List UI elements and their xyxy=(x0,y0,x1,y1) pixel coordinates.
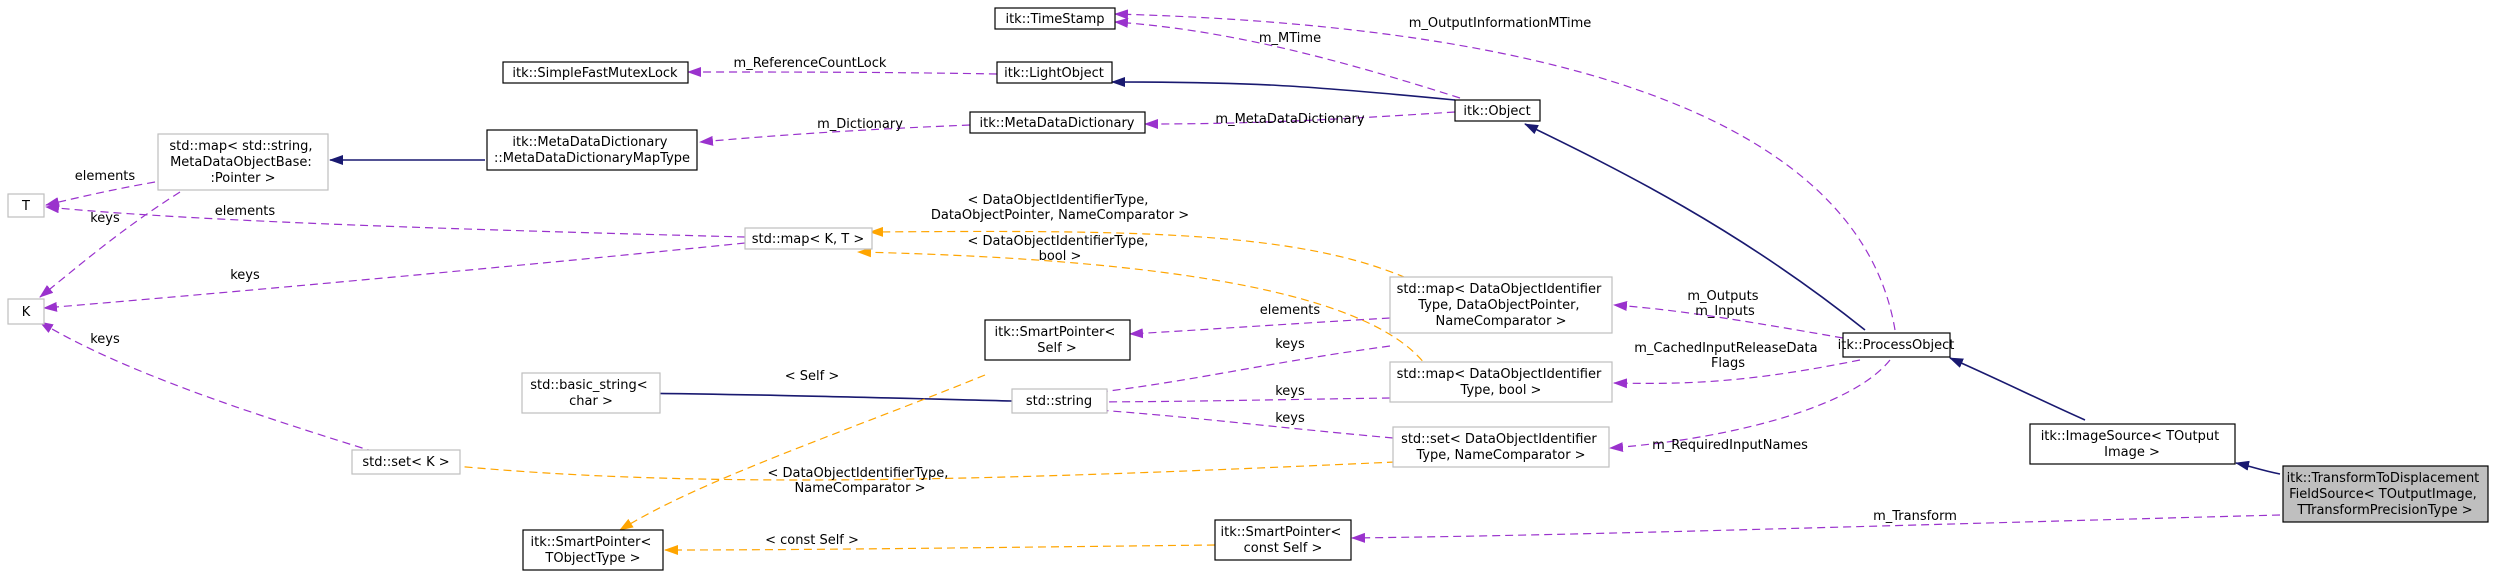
svg-text:itk::LightObject: itk::LightObject xyxy=(1004,66,1104,81)
edge-dictionary xyxy=(699,124,971,146)
edge-label: m_MTime xyxy=(1259,31,1321,46)
node-std-map-bool[interactable]: std::map< DataObjectIdentifier Type, boo… xyxy=(1389,361,1613,403)
edge-label: < DataObjectIdentifierType, NameComparat… xyxy=(767,466,952,496)
edge-outputs-inputs xyxy=(1613,300,1844,339)
svg-text:itk::MetaDataDictionary: itk::MetaDataDictionary ::MetaDataDictio… xyxy=(494,135,690,166)
svg-text:std::map< DataObjectIdentifier: std::map< DataObjectIdentifier Type, boo… xyxy=(1397,367,1606,398)
edge-transform xyxy=(1351,514,2281,543)
node-k[interactable]: K xyxy=(7,298,45,325)
svg-text:T: T xyxy=(21,199,30,214)
edge-label: < Self > xyxy=(785,369,840,384)
node-std-string[interactable]: std::string xyxy=(1011,388,1108,414)
node-itk-smartpointer-const-self[interactable]: itk::SmartPointer< const Self > xyxy=(1214,519,1352,561)
edge-label: < DataObjectIdentifierType, DataObjectPo… xyxy=(931,193,1189,223)
node-std-basic-string[interactable]: std::basic_string< char > xyxy=(521,372,661,414)
edge-required xyxy=(1609,359,1891,453)
svg-text:itk::SmartPointer< con: itk::SmartPointer< const Self > xyxy=(1221,525,1346,556)
node-std-set-k[interactable]: std::set< K > xyxy=(351,449,461,475)
edge-label: m_Transform xyxy=(1873,509,1957,524)
edge-label: keys xyxy=(90,211,120,226)
edge-tmpl-constself xyxy=(664,544,1216,555)
node-itk-smartpointer-tobjecttype[interactable]: itk::SmartPointer< TObjectType > xyxy=(522,529,664,571)
edge-label: m_CachedInputReleaseData Flags xyxy=(1634,341,1821,371)
edge-keys-k3 xyxy=(39,321,376,453)
edge-stdstring-to-basic-string xyxy=(617,388,1013,402)
edge-label: < DataObjectIdentifierType, bool > xyxy=(967,234,1152,264)
edge-object-to-lightobject xyxy=(1111,77,1456,101)
svg-text:itk::SimpleFastMutexLock: itk::SimpleFastMutexLock xyxy=(512,66,678,81)
edge-tmpl-namecomp xyxy=(444,461,1396,481)
node-std-set-identifier[interactable]: std::set< DataObjectIdentifier Type, Nam… xyxy=(1392,426,1610,468)
svg-text:std::map< std::string,: std::map< std::string, MetaDataObjectBas… xyxy=(169,139,316,186)
edge-label: m_MetaDataDictionary xyxy=(1215,112,1364,127)
node-itk-object[interactable]: itk::Object xyxy=(1454,99,1541,122)
edge-label: m_Dictionary xyxy=(817,117,903,132)
edge-elements-sp xyxy=(1129,317,1391,339)
edge-processobject-to-object xyxy=(1524,123,1866,331)
svg-text:std::basic_string< cha: std::basic_string< char > xyxy=(530,378,651,409)
edge-label: elements xyxy=(215,204,276,219)
svg-text:itk::ProcessObject: itk::ProcessObject xyxy=(1838,338,1955,353)
edge-tmpl-bool xyxy=(857,247,1441,396)
svg-text:itk::SmartPointer< TOb: itk::SmartPointer< TObjectType > xyxy=(531,535,656,566)
edge-label: m_ReferenceCountLock xyxy=(734,56,887,71)
node-itk-smartpointer-self[interactable]: itk::SmartPointer< Self > xyxy=(984,319,1131,361)
node-std-map-k-t[interactable]: std::map< K, T > xyxy=(744,227,873,250)
edge-label: m_Outputs m_Inputs xyxy=(1687,289,1762,319)
svg-text:K: K xyxy=(22,305,31,320)
edge-outputinfo-mtime xyxy=(1114,9,1896,331)
node-itk-processobject[interactable]: itk::ProcessObject xyxy=(1838,332,1955,358)
svg-text:itk::TimeStamp: itk::TimeStamp xyxy=(1005,12,1104,27)
node-itk-metadatadictionary[interactable]: itk::MetaDataDictionary xyxy=(969,111,1146,134)
edge-label: keys xyxy=(230,268,260,283)
edge-label: m_RequiredInputNames xyxy=(1652,438,1808,453)
edge-keys-k1 xyxy=(39,191,181,298)
svg-text:itk::Object: itk::Object xyxy=(1463,104,1530,119)
svg-text:std::map< K, T >: std::map< K, T > xyxy=(752,232,865,247)
edge-tmpl-outputs xyxy=(869,226,1441,296)
svg-text:std::string: std::string xyxy=(1026,394,1092,409)
node-itk-transformtodisplacementfieldsource[interactable]: itk::TransformToDisplacement FieldSource… xyxy=(2282,465,2489,523)
node-itk-timestamp[interactable]: itk::TimeStamp xyxy=(994,7,1116,30)
svg-text:itk::TransformToDisplacement: itk::TransformToDisplacement FieldSource… xyxy=(2287,471,2484,518)
edge-label: keys xyxy=(1275,337,1305,352)
node-metadatadictionary-maptype[interactable]: itk::MetaDataDictionary ::MetaDataDictio… xyxy=(486,129,698,171)
node-itk-lightobject[interactable]: itk::LightObject xyxy=(996,61,1113,84)
edge-label: keys xyxy=(1275,384,1305,399)
svg-text:itk::MetaDataDictionary: itk::MetaDataDictionary xyxy=(980,116,1135,131)
edge-metadatadictionary xyxy=(1144,111,1456,129)
node-std-map-outputs[interactable]: std::map< DataObjectIdentifier Type, Dat… xyxy=(1389,276,1613,334)
svg-text:itk::SmartPointer< Sel: itk::SmartPointer< Self > xyxy=(995,325,1120,356)
edge-label: keys xyxy=(90,332,120,347)
edge-refcountlock xyxy=(687,67,998,78)
edge-label: elements xyxy=(75,169,136,184)
node-t[interactable]: T xyxy=(7,193,45,218)
edge-labels: m_OutputInformationMTime m_MTime m_Refer… xyxy=(75,16,1957,548)
edge-imagesource-to-processobject xyxy=(1949,357,2086,421)
svg-text:itk::ImageSource< TOutput: itk::ImageSource< TOutput Image > xyxy=(2041,429,2224,460)
edge-tmpl-self xyxy=(619,374,986,531)
edge-label: keys xyxy=(1275,411,1305,426)
svg-text:std::map< DataObjectIdentifier: std::map< DataObjectIdentifier Type, Dat… xyxy=(1397,282,1606,329)
node-itk-imagesource[interactable]: itk::ImageSource< TOutput Image > xyxy=(2029,423,2236,465)
svg-text:std::set< K >: std::set< K > xyxy=(362,455,449,470)
edge-label: elements xyxy=(1260,303,1321,318)
edge-elements-t xyxy=(45,181,156,207)
edge-label: < const Self > xyxy=(765,533,859,548)
nodes: itk::TimeStamp itk::LightObject itk::Sim… xyxy=(7,7,2489,571)
edge-label: m_OutputInformationMTime xyxy=(1409,16,1592,31)
node-std-map-string-metadataobjectbase[interactable]: std::map< std::string, MetaDataObjectBas… xyxy=(157,133,329,191)
node-itk-simplefastmutexlock[interactable]: itk::SimpleFastMutexLock xyxy=(502,61,689,84)
svg-text:std::set< DataObjectIdentifier: std::set< DataObjectIdentifier Type, Nam… xyxy=(1401,432,1601,463)
edge-keys-k2 xyxy=(43,242,746,312)
edge-focus-to-imagesource xyxy=(2235,460,2281,475)
edge-elements-t2 xyxy=(45,203,746,238)
edges xyxy=(39,9,2281,555)
